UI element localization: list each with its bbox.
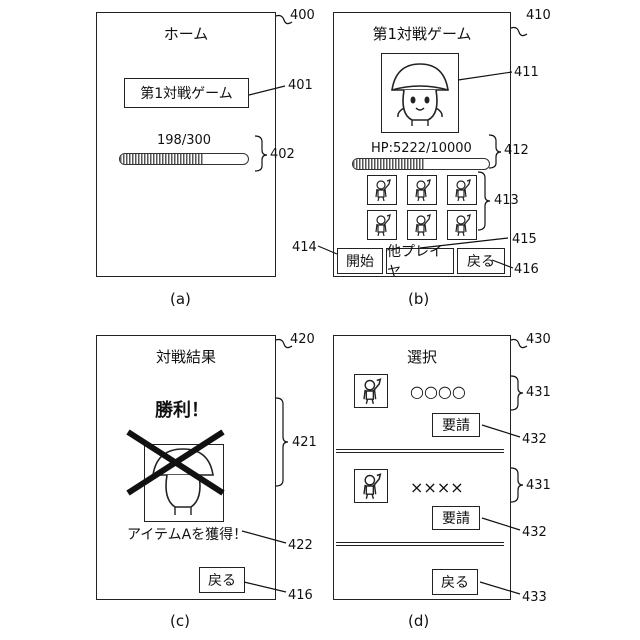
- progress-bar-fill: [120, 154, 204, 164]
- ref-411: 411: [514, 65, 539, 80]
- back-button[interactable]: 戻る: [457, 248, 505, 274]
- hp-bar-fill: [353, 159, 424, 169]
- player1-name: ○○○○: [410, 382, 466, 401]
- enemy-character-frame: [381, 53, 459, 133]
- swordsman-icon: [370, 213, 394, 237]
- start-button[interactable]: 開始: [337, 248, 383, 274]
- swordsman-icon: [370, 178, 394, 202]
- ref-431: 431: [526, 478, 551, 493]
- player1-avatar: [354, 374, 388, 408]
- ref-416: 416: [514, 262, 539, 277]
- player2-name: ××××: [410, 478, 464, 497]
- ref-414: 414: [292, 240, 317, 255]
- swordsman-icon: [410, 178, 434, 202]
- swordsman-icon: [410, 213, 434, 237]
- panel-battle-result: 対戦結果 勝利！ アイテムAを獲得！ 戻る: [96, 335, 276, 600]
- progress-text: 198/300: [157, 133, 211, 148]
- player-character-slot[interactable]: [447, 175, 477, 205]
- swordsman-icon: [450, 213, 474, 237]
- ref-410: 410: [526, 8, 551, 23]
- ref-432: 432: [522, 432, 547, 447]
- ref-433: 433: [522, 590, 547, 605]
- ref-431: 431: [526, 385, 551, 400]
- ref-402: 402: [270, 147, 295, 162]
- swordsman-icon: [357, 377, 385, 405]
- defeated-enemy-icon: [145, 445, 222, 520]
- first-battle-game-button[interactable]: 第1対戦ゲーム: [124, 78, 249, 108]
- swordsman-icon: [357, 472, 385, 500]
- progress-bar: [119, 153, 249, 165]
- caption-c: (c): [170, 612, 190, 630]
- home-title: ホーム: [97, 23, 275, 44]
- player-character-slot[interactable]: [407, 175, 437, 205]
- ref-401: 401: [288, 78, 313, 93]
- panel-battle: 第1対戦ゲーム HP:5222/10000 開始 他プレイヤ 戻る: [333, 12, 511, 277]
- request-button-1[interactable]: 要請: [432, 413, 480, 437]
- ref-412: 412: [504, 143, 529, 158]
- ref-421: 421: [292, 435, 317, 450]
- item-acquired-text: アイテムAを獲得！: [127, 524, 247, 544]
- ref-420: 420: [290, 332, 315, 347]
- defeated-enemy-frame: [144, 444, 224, 522]
- ref-432: 432: [522, 525, 547, 540]
- player-character-slot[interactable]: [447, 210, 477, 240]
- player-character-slot[interactable]: [407, 210, 437, 240]
- ref-422: 422: [288, 538, 313, 553]
- hp-text: HP:5222/10000: [371, 141, 472, 156]
- select-title: 選択: [334, 346, 510, 367]
- enemy-character-icon: [382, 54, 457, 131]
- caption-b: (b): [408, 290, 429, 308]
- back-button[interactable]: 戻る: [199, 567, 245, 593]
- player-character-slot[interactable]: [367, 210, 397, 240]
- player2-avatar: [354, 469, 388, 503]
- battle-result-title: 対戦結果: [97, 346, 275, 367]
- victory-text: 勝利！: [155, 396, 209, 422]
- panel-select: 選択 ○○○○ 要請 ×××× 要請 戻る: [333, 335, 511, 600]
- other-player-button[interactable]: 他プレイヤ: [386, 248, 454, 274]
- battle-title: 第1対戦ゲーム: [334, 23, 510, 44]
- ref-416: 416: [288, 588, 313, 603]
- panel-home: ホーム 第1対戦ゲーム 198/300: [96, 12, 276, 277]
- back-button[interactable]: 戻る: [432, 569, 478, 595]
- divider: [336, 449, 504, 453]
- ref-413: 413: [494, 193, 519, 208]
- ref-415: 415: [512, 232, 537, 247]
- caption-d: (d): [408, 612, 429, 630]
- ref-400: 400: [290, 8, 315, 23]
- caption-a: (a): [170, 290, 191, 308]
- hp-bar: [352, 158, 490, 170]
- player-character-slot[interactable]: [367, 175, 397, 205]
- ref-430: 430: [526, 332, 551, 347]
- swordsman-icon: [450, 178, 474, 202]
- request-button-2[interactable]: 要請: [432, 506, 480, 530]
- divider: [336, 542, 504, 546]
